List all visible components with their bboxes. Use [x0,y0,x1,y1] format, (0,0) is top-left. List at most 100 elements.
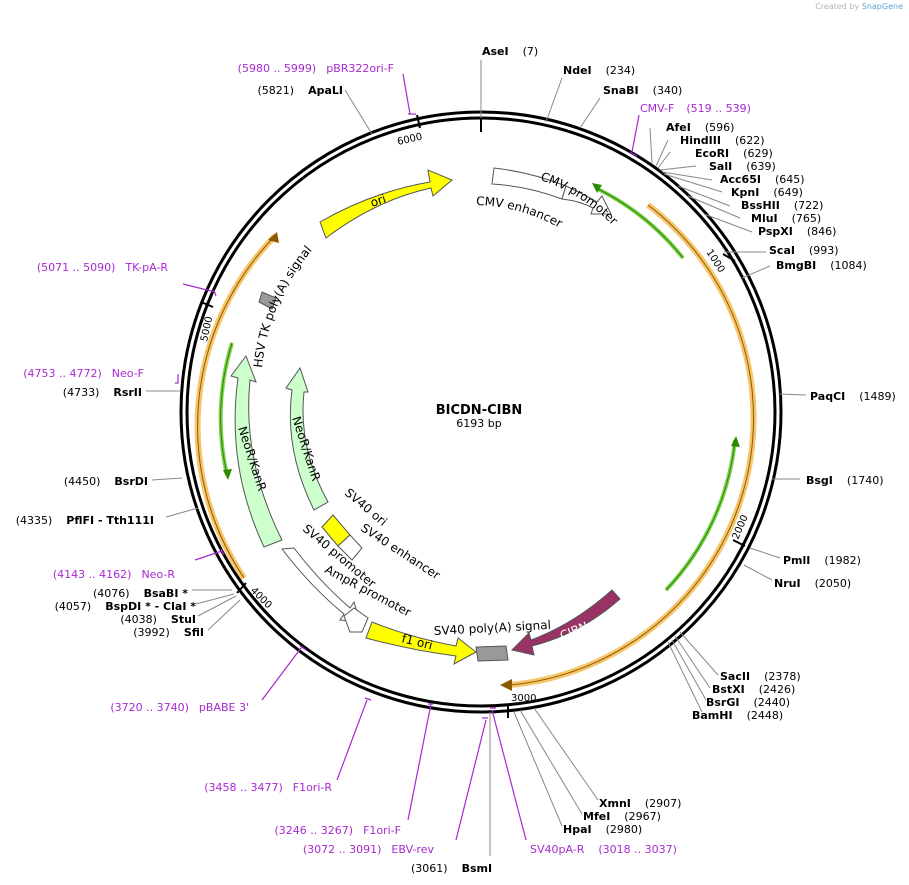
primer-name-tk-pa-r: TK-pA-R [124,261,168,274]
site-pos-kpni: (649) [773,186,803,199]
site-name-pspxi: PspXI [758,225,793,238]
site-name-nrui: NruI [774,577,801,590]
site-name-hpai: HpaI [563,823,592,836]
site-pos-bsrdi: (4450) [64,475,101,488]
svg-text:NdeI(234): NdeI(234) [563,64,635,77]
site-pos-sfii: (3992) [133,626,170,639]
feature-label-cmv-enhancer: CMV enhancer [476,194,565,231]
orf-arc-left-arrow [268,232,279,243]
svg-text:(5071 .. 5090)TK-pA-R: (5071 .. 5090) TK-pA-R [37,261,169,274]
site-pos-bsabi: (4076) [93,587,130,600]
plasmid-name: BICDN-CIBN [436,403,523,418]
site-name-bstxi: BstXI [712,683,745,696]
svg-text:HpaI(2980): HpaI(2980) [563,823,642,836]
site-name-pflfi-tth111i: PflFI - Tth111I [66,514,154,527]
orf-arc-right [509,202,757,688]
site-name-acc65i: Acc65I [720,173,761,186]
svg-text:BsrGI(2440): BsrGI(2440) [706,696,790,709]
svg-text:EcoRI(629): EcoRI (629) [695,147,773,160]
site-leaders [146,60,807,856]
svg-text:(5821)ApaLI: (5821)ApaLI [258,84,344,97]
site-name-snabi: SnaBI [603,84,639,97]
svg-text:(3992)SfiI: (3992) SfiI [133,626,204,639]
site-pos-mfei: (2967) [624,810,661,823]
svg-text:BmgBI(1084): BmgBI (1084) [776,259,867,272]
site-name-bsmi: BsmI [462,862,493,875]
site-name-bamhi: BamHI [692,709,733,722]
svg-text:CMV-F(519 .. 539): CMV-F(519 .. 539) [640,102,751,115]
site-name-mlui: MluI [751,212,778,225]
svg-text:(4753 .. 4772)Neo-F: (4753 .. 4772) Neo-F [23,367,144,380]
site-pos-snabi: (340) [653,84,683,97]
svg-text:Acc65I(645): Acc65I(645) [720,173,805,186]
site-pos-bsmi: (3061) [411,862,448,875]
site-name-bmgbi: BmgBI [776,259,816,272]
primer-name-f1ori-f: F1ori-F [363,824,401,837]
orf-arc-right-arrow [500,679,512,691]
feature-hsv-tk-polya [258,291,277,310]
site-pos-bmgbi: (1084) [830,259,867,272]
svg-text:(5980 .. 5999)pBR322ori-F: (5980 .. 5999)pBR322ori-F [238,62,394,75]
primer-name-cmv-f: CMV-F [640,102,674,115]
svg-text:BstXI(2426): BstXI(2426) [712,683,795,696]
site-pos-bsshii: (722) [794,199,824,212]
site-name-mfei: MfeI [583,810,610,823]
svg-text:SV40pA-R(3018 .. 3037): SV40pA-R(3018 .. 3037) [530,843,677,856]
orf-green-top-arrow [592,183,602,193]
site-pos-bspdi-clai: (4057) [55,600,92,613]
primer-name-pbabe-3: pBABE 3' [199,701,249,714]
feature-sv40-polya [475,645,509,662]
feature-label-sv40-polya: SV40 poly(A) signal [433,618,551,638]
feature-label-ori: ori [369,192,388,210]
svg-text:SalI(639): SalI(639) [709,160,776,173]
svg-text:AseI(7): AseI (7) [482,45,538,58]
site-name-sfii: SfiI [184,626,204,639]
site-pos-sacii: (2378) [764,670,801,683]
site-pos-scai: (993) [809,244,839,257]
site-name-bsgi: BsgI [806,474,833,487]
site-pos-rsrii: (4733) [63,386,100,399]
svg-text:BssHII(722): BssHII(722) [741,199,823,212]
svg-text:CMV enhancer: CMV enhancer [476,194,565,231]
orf-green-right-core [665,439,736,591]
site-pos-ecori: (629) [743,147,773,160]
orf-green-left-arrow [223,469,232,480]
site-pos-bsgi: (1740) [847,474,884,487]
svg-text:(3061)BsmI: (3061) BsmI [411,862,492,875]
primer-name-neo-r: Neo-R [141,568,175,581]
feature-label-cibn: CIBN [558,619,590,643]
svg-text:(4057)BspDI * - ClaI *: (4057)BspDI * - ClaI * [55,600,197,613]
svg-text:MfeI(2967): MfeI (2967) [583,810,661,823]
site-name-stui: StuI [171,613,196,626]
site-name-sacii: SacII [720,670,750,683]
site-name-apali: ApaLI [308,84,343,97]
primer-range-pbr322ori-f: (5980 .. 5999) [238,62,317,75]
feature-neor-kanr-outer [230,354,283,548]
svg-text:HindIII(622): HindIII(622) [680,134,765,147]
site-name-ecori: EcoRI [695,147,729,160]
site-pos-hindiii: (622) [735,134,765,147]
svg-text:(3458 .. 3477)F1ori-R: (3458 .. 3477)F1ori-R [204,781,332,794]
svg-text:(4143 .. 4162)Neo-R: (4143 .. 4162) Neo-R [53,568,175,581]
primer-name-neo-f: Neo-F [112,367,144,380]
site-pos-asei: (7) [523,45,539,58]
svg-text:(4076)BsaBI *: (4076)BsaBI * [93,587,188,600]
site-name-asei: AseI [482,45,509,58]
site-pos-ndei: (234) [606,64,636,77]
feature-cibn [511,589,621,656]
site-name-kpni: KpnI [731,186,759,199]
svg-text:ScaI(993): ScaI (993) [769,244,839,257]
svg-text:PspXI(846): PspXI (846) [758,225,836,238]
svg-text:KpnI(649): KpnI (649) [731,186,803,199]
primer-range-neo-f: (4753 .. 4772) [23,367,102,380]
svg-text:(3072 .. 3091)EBV-rev: (3072 .. 3091)EBV-rev [303,843,435,856]
primer-range-tk-pa-r: (5071 .. 5090) [37,261,116,274]
site-name-scai: ScaI [769,244,795,257]
feature-f1-ori [365,621,477,665]
feature-cmv-promoter [561,185,612,215]
orf-green-top-core [595,187,684,259]
site-pos-pspxi: (846) [807,225,837,238]
primer-range-neo-r: (4143 .. 4162) [53,568,132,581]
svg-text:SnaBI(340): SnaBI (340) [603,84,682,97]
primer-name-ebv-rev: EBV-rev [391,843,434,856]
